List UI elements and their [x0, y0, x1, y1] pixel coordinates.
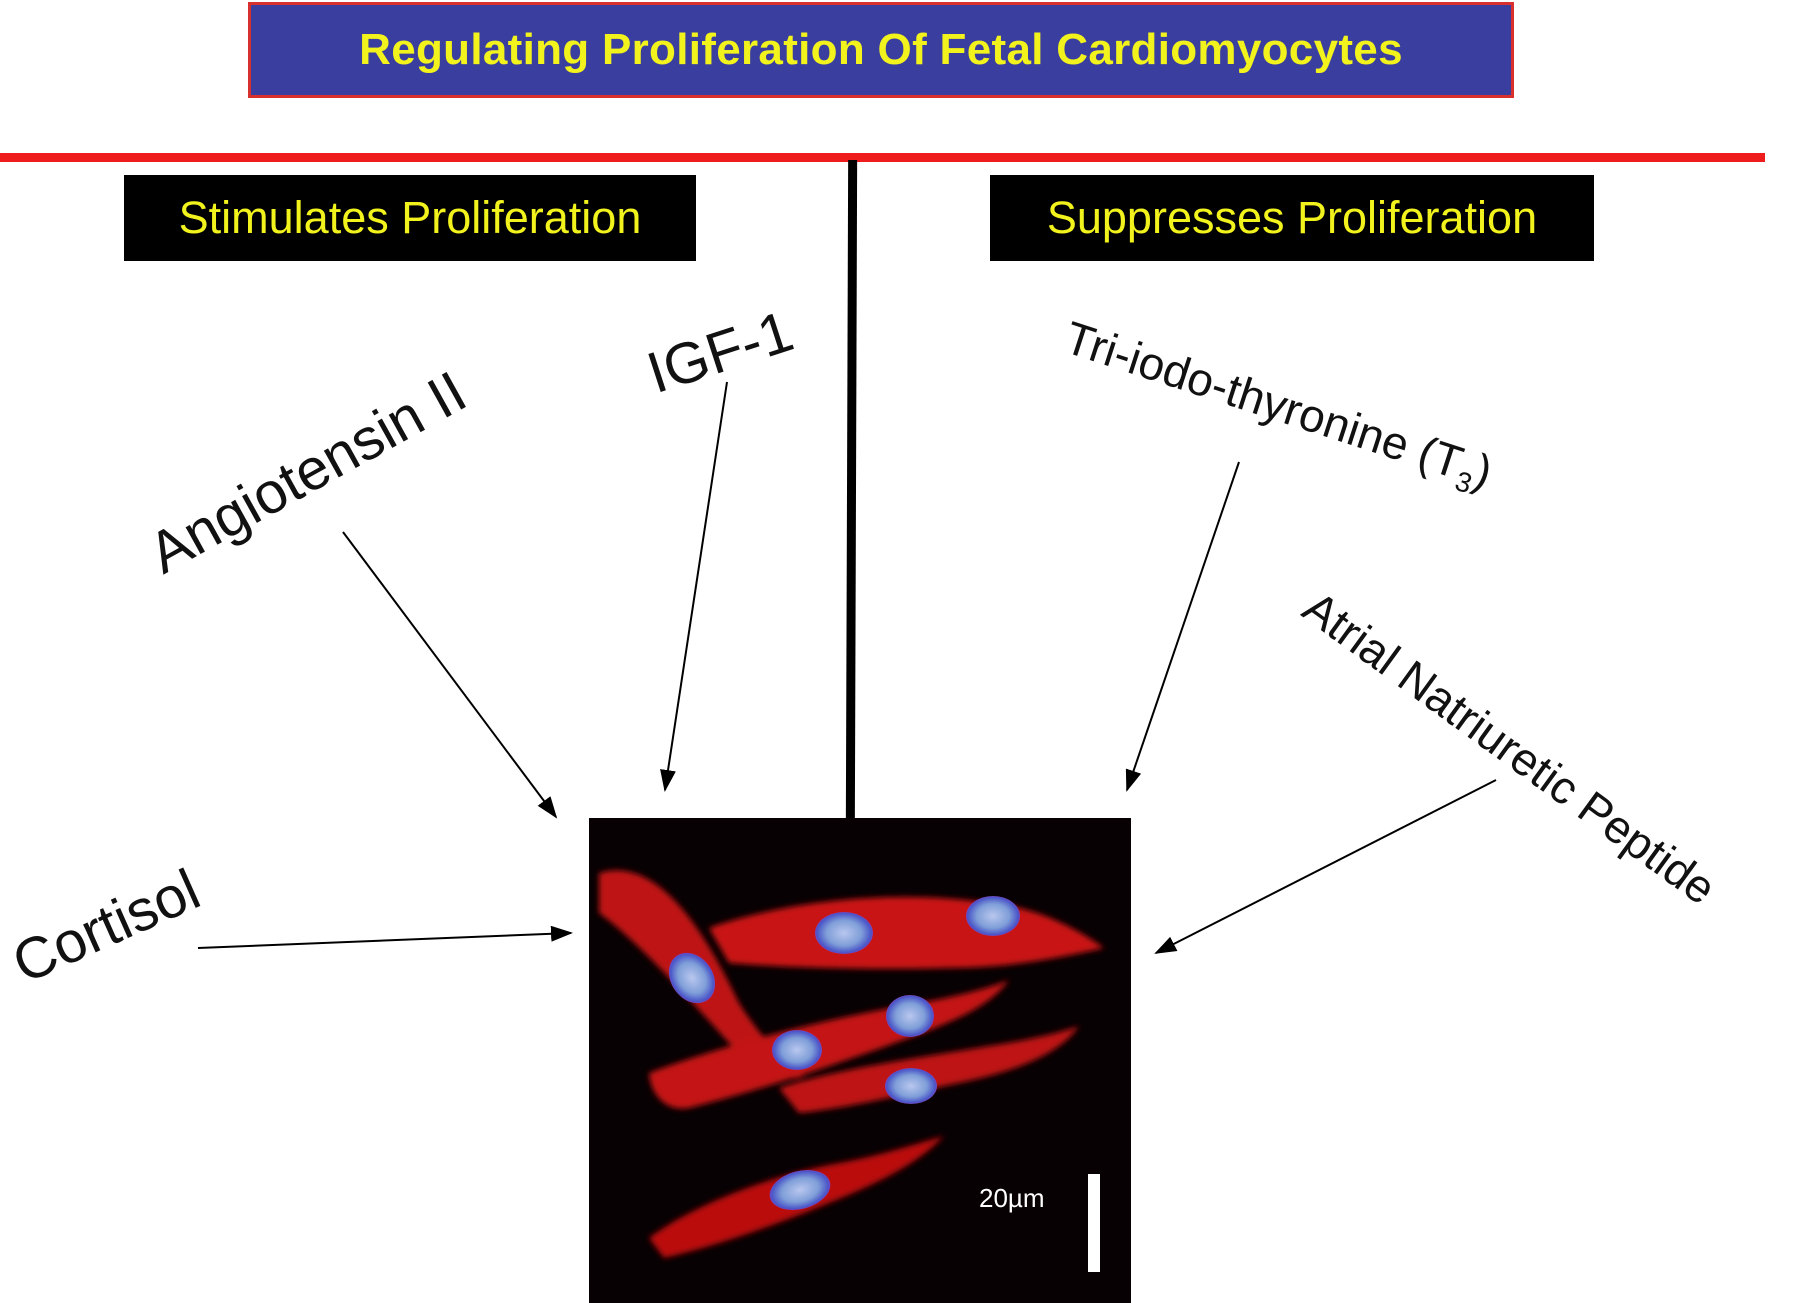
stimulates-label: Stimulates Proliferation: [178, 192, 642, 243]
scale-bar: [1088, 1174, 1100, 1272]
diagram-title: Regulating Proliferation Of Fetal Cardio…: [359, 25, 1403, 74]
micrograph-image: [589, 818, 1131, 1303]
suppresses-category-box: Suppresses Proliferation: [990, 175, 1594, 261]
stimulates-category-box: Stimulates Proliferation: [124, 175, 696, 261]
nucleus-7: [769, 1169, 831, 1211]
nucleus-3: [966, 896, 1020, 936]
arrow-cortisol: [197, 925, 573, 949]
nucleus-6: [885, 1068, 937, 1104]
nucleus-2: [815, 912, 873, 954]
title-banner: Regulating Proliferation Of Fetal Cardio…: [248, 2, 1514, 98]
horizontal-divider: [0, 153, 1765, 162]
nucleus-5: [772, 1030, 822, 1070]
nucleus-1: [668, 952, 716, 1004]
nucleus-4: [886, 995, 934, 1037]
arrow-t3: [1125, 461, 1240, 792]
cell-4: [779, 1026, 1079, 1113]
arrow-angiotensin: [342, 531, 558, 819]
arrow-anp: [1154, 779, 1497, 954]
cardiomyocyte-micrograph: 20µm: [589, 818, 1131, 1303]
suppresses-label: Suppresses Proliferation: [1046, 192, 1538, 243]
arrow-igf: [660, 381, 728, 792]
scale-bar-label: 20µm: [979, 1183, 1045, 1213]
